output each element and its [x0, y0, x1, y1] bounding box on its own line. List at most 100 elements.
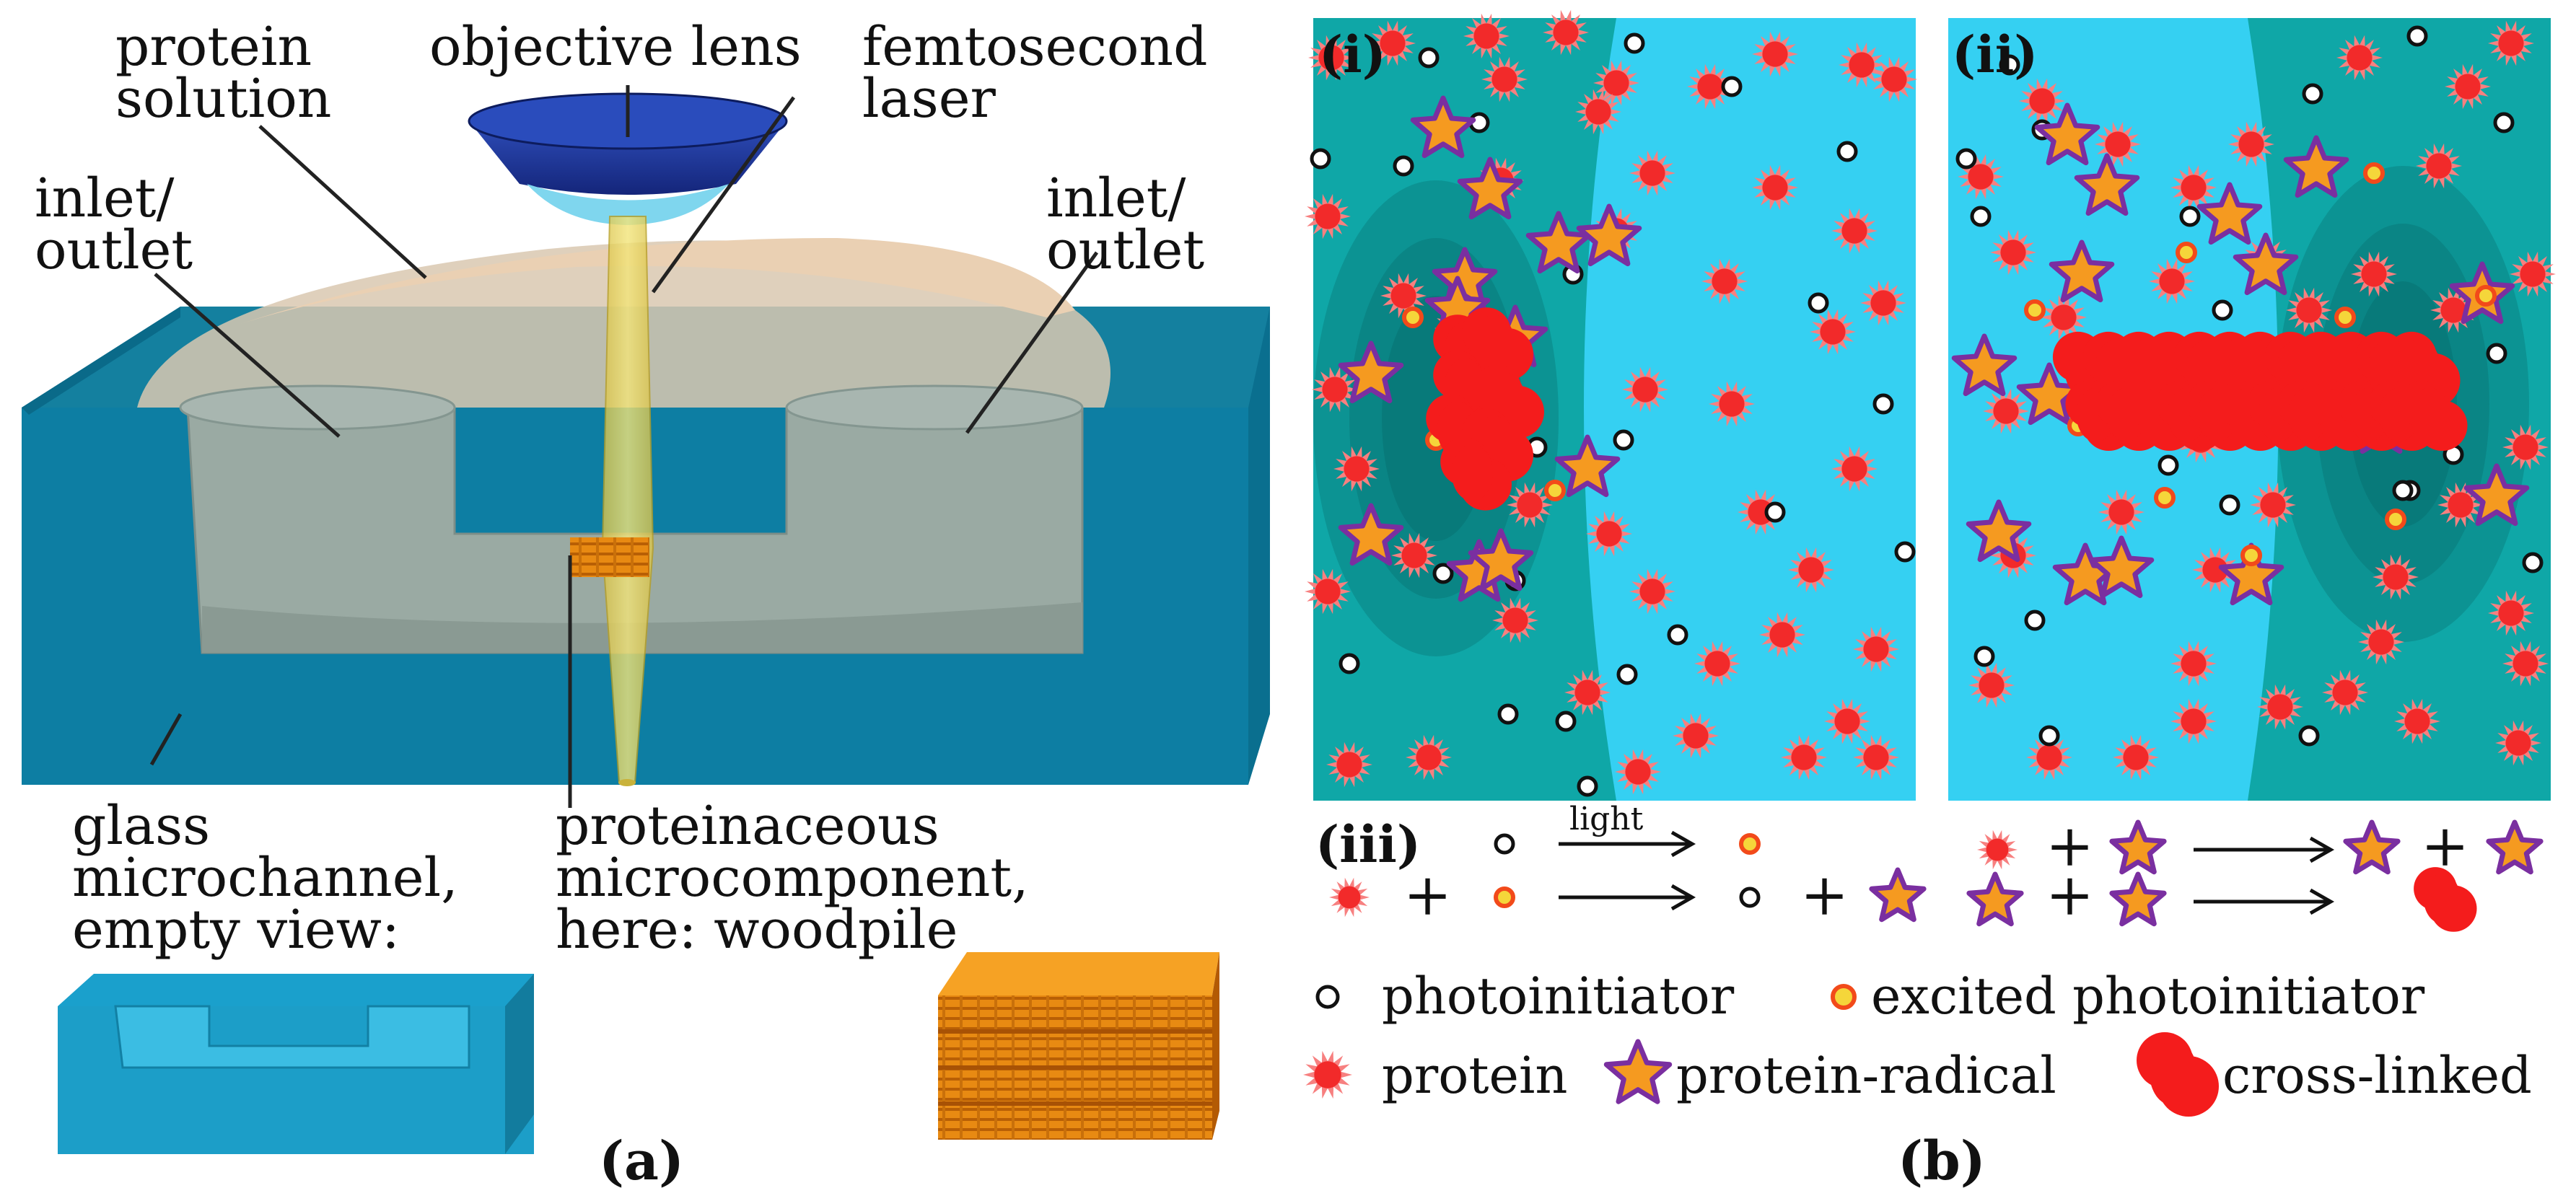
caption-a: (a) — [599, 1130, 684, 1192]
protein-glyph — [2170, 164, 2217, 211]
photoinitiator-glyph — [1577, 775, 1598, 797]
excited-glyph — [2363, 162, 2385, 184]
protein-glyph — [1564, 669, 1611, 716]
photoinitiator-glyph — [1973, 646, 1995, 667]
protein-glyph — [1370, 20, 1416, 66]
legend-protein: protein — [1382, 1046, 1567, 1105]
protein-glyph — [2257, 684, 2303, 730]
protein-glyph — [2351, 251, 2397, 297]
radical-star — [2218, 542, 2284, 606]
reactions-iii: (iii) light +++++ — [1315, 801, 2544, 932]
photoinitiator-glyph — [1497, 703, 1519, 725]
panel-a-labels: protein solution objective lens femtosec… — [35, 16, 1207, 961]
radical-star — [1338, 340, 1404, 404]
legend-crosslinked: cross-linked — [2222, 1046, 2532, 1105]
protein-glyph — [1694, 641, 1740, 687]
crosslinked-glyph — [1440, 437, 1512, 511]
photoinitiator-glyph — [1494, 833, 1515, 855]
protein-glyph — [2322, 669, 2368, 716]
photoinitiator-glyph — [1613, 429, 1634, 451]
photoinitiator-glyph — [1872, 393, 1894, 415]
left-well-rim — [179, 384, 456, 431]
woodpile-large — [938, 952, 1219, 1140]
photoinitiator-glyph — [1999, 54, 2020, 76]
radical-star — [1576, 203, 1642, 267]
protein-glyph — [1303, 1050, 1352, 1099]
protein-glyph — [1977, 830, 2018, 870]
protein-glyph — [2149, 258, 2195, 304]
radical-star — [2074, 153, 2140, 216]
label-glass-3: empty view: — [72, 899, 400, 961]
radical-star — [2196, 182, 2263, 245]
protein-glyph — [1831, 446, 1878, 492]
radical-star — [2034, 102, 2100, 166]
excited-glyph — [1739, 833, 1761, 855]
plus-sign: + — [1403, 861, 1452, 928]
photoinitiator-glyph — [1739, 887, 1761, 908]
photoinitiator-glyph — [1624, 32, 1645, 54]
radical-star — [2233, 232, 2299, 296]
protein-glyph — [2373, 554, 2419, 600]
beam-bottom — [618, 779, 636, 786]
protein-glyph — [1781, 734, 1827, 780]
protein-glyph — [1871, 56, 1917, 102]
excited-glyph — [2475, 285, 2497, 307]
label-inlet-left-2: outlet — [35, 219, 193, 281]
plus-sign: + — [2046, 861, 2094, 928]
leader-lines — [149, 85, 1099, 808]
protein-glyph — [1831, 208, 1878, 254]
radical-star — [2088, 535, 2155, 599]
protein-glyph — [1308, 35, 1354, 81]
protein-glyph — [2495, 720, 2541, 766]
glass-right-side — [1248, 307, 1270, 785]
empty-glass-view — [58, 974, 534, 1154]
photoinitiator-glyph — [1667, 624, 1688, 646]
photoinitiator-glyph — [1764, 501, 1786, 523]
photoinitiator-glyph — [1808, 292, 1829, 314]
protein-glyph — [1860, 280, 1906, 326]
radical-star — [1468, 528, 1534, 591]
radical-star — [2343, 819, 2401, 875]
protein-glyph — [1507, 482, 1553, 528]
light-label: light — [1569, 801, 1644, 837]
protein-glyph — [2019, 78, 2065, 124]
protein-glyph — [1593, 60, 1639, 106]
protein-glyph — [2437, 482, 2484, 528]
label-protein-solution-1: protein — [115, 16, 312, 78]
protein-glyph — [1380, 273, 1427, 319]
caption-b: (b) — [1898, 1130, 1986, 1192]
photoinitiator-glyph — [1955, 148, 1977, 170]
excited-glyph — [2154, 487, 2176, 509]
radical-star — [1410, 95, 1476, 159]
protein-glyph — [2358, 619, 2404, 665]
photoinitiator-glyph — [2486, 343, 2507, 364]
radical-star — [2109, 819, 2167, 875]
photoinitiator-glyph — [1432, 563, 1454, 584]
plus-sign: + — [1800, 861, 1849, 928]
excited-glyph — [2024, 299, 2046, 321]
photoinitiator-glyph — [2493, 112, 2515, 133]
legend: photoinitiator excited photoinitiator pr… — [1303, 967, 2532, 1117]
excited-glyph — [1831, 984, 1857, 1010]
protein-glyph — [1622, 366, 1668, 413]
subpanel-ii: (ii) — [1948, 18, 2556, 801]
protein-glyph — [1543, 9, 1589, 56]
protein-glyph — [2502, 641, 2549, 687]
radical-star — [1457, 157, 1523, 220]
protein-glyph — [2113, 734, 2159, 780]
protein-glyph — [2250, 482, 2296, 528]
radical-star — [2049, 239, 2115, 303]
legend-radical: protein-radical — [1676, 1046, 2056, 1105]
excited-glyph — [1402, 307, 1424, 328]
photoinitiator-glyph — [2392, 480, 2414, 501]
photoinitiator-glyph — [2298, 725, 2320, 747]
label-glass-1: glass — [72, 795, 210, 857]
label-component-3: here: woodpile — [556, 899, 958, 961]
radical-star — [1966, 499, 2032, 563]
arrowhead — [2309, 836, 2335, 863]
protein-glyph — [1990, 229, 2036, 276]
protein-glyph — [2510, 251, 2556, 297]
radical-star — [1554, 434, 1621, 498]
protein-glyph — [1391, 532, 1437, 578]
legend-photoinitiator: photoinitiator — [1382, 967, 1735, 1026]
